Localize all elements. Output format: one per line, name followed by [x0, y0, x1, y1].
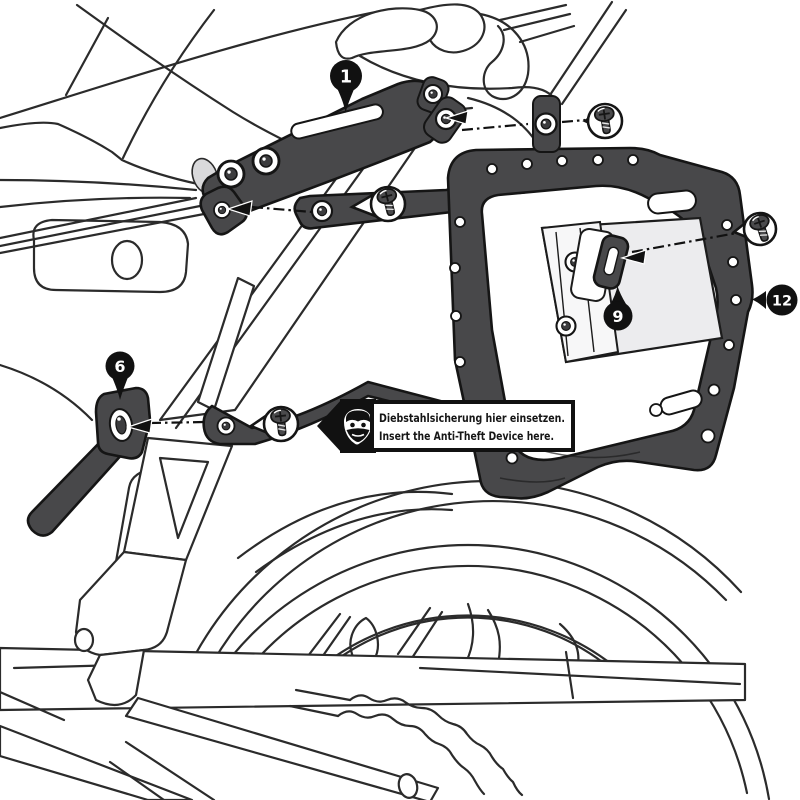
panel-emblem-circle: [110, 239, 144, 281]
washer: [213, 201, 231, 219]
adapter-bracket-top: [199, 76, 467, 236]
thief-head-icon: [344, 409, 372, 445]
callout-6-number: 6: [114, 357, 125, 376]
washer: [555, 315, 577, 337]
callout-12-number: 12: [772, 294, 792, 310]
callout-1: 1: [330, 60, 362, 113]
washer: [251, 146, 281, 176]
indicator-stalks: [498, 3, 576, 44]
pointer-arrow: [125, 418, 153, 434]
callout-9: 9: [603, 286, 633, 331]
beam-hole: [397, 773, 419, 799]
mounting-plate: [540, 216, 724, 364]
callout-12: 12: [752, 284, 798, 316]
rear-frame-tube: [546, 0, 628, 106]
anti-theft-label: Diebstahlsicherung hier einsetzen. Inser…: [317, 399, 575, 453]
alignment-lines: [125, 110, 749, 434]
rim-arc: [314, 614, 622, 673]
tire-outer-arc: [215, 544, 721, 678]
label-arrow-left: [317, 399, 342, 453]
callout-1-number: 1: [340, 68, 352, 88]
pointer-arrow: [226, 200, 253, 217]
rear-wheel: [193, 479, 771, 800]
washer: [216, 416, 236, 436]
screw-balloon-2: [582, 102, 624, 140]
side-panel: [0, 218, 190, 422]
screw-balloon-3: [248, 405, 300, 443]
shock-and-linkage: [73, 436, 234, 707]
support-bar: [26, 436, 126, 537]
lower-frame: [0, 690, 440, 800]
fender-arc: [193, 479, 743, 657]
screw-balloon-4: [731, 211, 778, 247]
washer: [310, 199, 334, 223]
label-box: [370, 400, 575, 452]
bracket-slot: [290, 103, 384, 140]
frame-oblong-hole-top: [647, 189, 697, 215]
chain: [288, 688, 524, 797]
callout-6: 6: [105, 351, 135, 400]
callout-9-number: 9: [612, 307, 623, 326]
inner-fender: [236, 490, 454, 560]
pointer-arrow: [619, 249, 647, 265]
washer: [216, 159, 246, 189]
screw-balloon-1: [349, 185, 407, 223]
washer: [534, 112, 558, 136]
side-carrier-frame: [446, 95, 754, 500]
frame-holes: [449, 154, 742, 465]
label-line-de: Diebstahlsicherung hier einsetzen.: [379, 411, 565, 425]
label-line-en: Insert the Anti-Theft Device here.: [379, 429, 554, 443]
pointer-arrow: [443, 110, 469, 125]
